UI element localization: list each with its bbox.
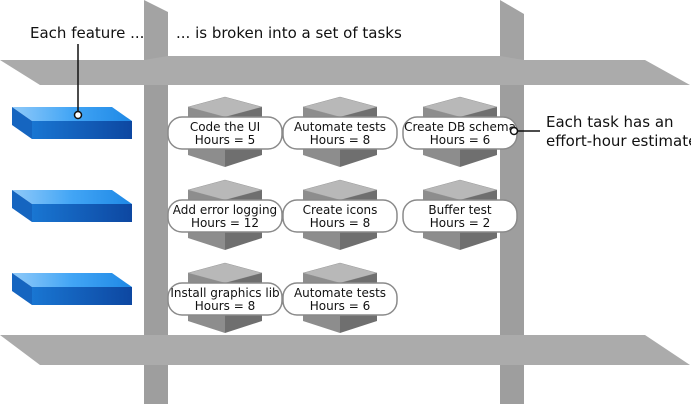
bottom-beam <box>0 335 690 365</box>
annotations: Each feature ... ... is broken into a se… <box>30 24 691 150</box>
features-pointer-dot <box>73 110 83 120</box>
feature-slab-front <box>32 287 132 305</box>
task-name: Install graphics lib <box>170 286 279 300</box>
feature-slab <box>12 273 132 305</box>
task-label-box <box>167 116 283 150</box>
task-name: Automate tests <box>294 286 386 300</box>
feature-slab-front <box>32 121 132 139</box>
features <box>12 107 132 305</box>
task-name: Automate tests <box>294 120 386 134</box>
task-hours: Hours = 6 <box>310 299 370 313</box>
task-label-box <box>282 282 398 316</box>
task-label-box <box>167 282 283 316</box>
top-beam <box>0 56 690 85</box>
feature-slab-left <box>12 273 32 305</box>
feature-slab-top <box>12 273 132 287</box>
estimate-pointer-dot <box>509 126 519 136</box>
task-label-box <box>402 199 518 233</box>
tasks-annotation: ... is broken into a set of tasks <box>176 24 402 42</box>
feature-slab <box>12 107 132 139</box>
task-hours: Hours = 5 <box>195 133 255 147</box>
task-label-box <box>282 116 398 150</box>
feature-slab-top <box>12 190 132 204</box>
right-post-bottom <box>500 365 524 404</box>
task-hours: Hours = 12 <box>191 216 259 230</box>
left-post-front <box>144 85 168 335</box>
feature-slab-left <box>12 190 32 222</box>
task-name: Code the UI <box>190 120 260 134</box>
features-annotation: Each feature ... <box>30 24 144 42</box>
feature-slab-left <box>12 107 32 139</box>
estimate-annotation-line1: Each task has an <box>546 113 674 131</box>
task-name: Add error logging <box>173 203 277 217</box>
task-name: Create DB schema <box>404 120 516 134</box>
task-label-box <box>167 199 283 233</box>
frame-beams <box>0 56 690 365</box>
task-hours: Hours = 6 <box>430 133 490 147</box>
task-hours: Hours = 8 <box>310 216 370 230</box>
task-name: Buffer test <box>428 203 492 217</box>
estimate-annotation-line2: effort-hour estimate <box>546 132 691 150</box>
task-hours: Hours = 8 <box>310 133 370 147</box>
feature-slab <box>12 190 132 222</box>
task-hours: Hours = 2 <box>430 216 490 230</box>
task-hours: Hours = 8 <box>195 299 255 313</box>
feature-slab-front <box>32 204 132 222</box>
task-label-box <box>282 199 398 233</box>
feature-slab-top <box>12 107 132 121</box>
task-name: Create icons <box>303 203 378 217</box>
left-post-bottom <box>144 365 168 404</box>
